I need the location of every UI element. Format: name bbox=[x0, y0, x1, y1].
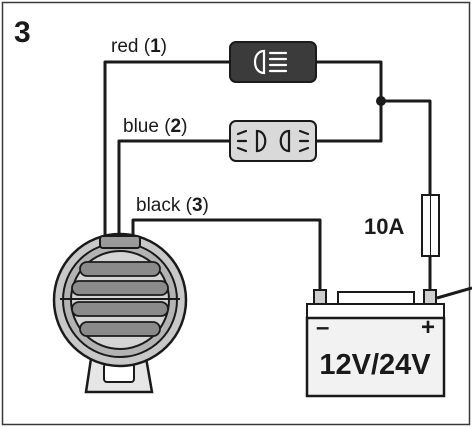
wire-junction-to-fuse bbox=[381, 99, 432, 195]
wire-black-name: black bbox=[136, 195, 181, 216]
wire-black bbox=[131, 218, 322, 292]
fuse-rating: 10A bbox=[364, 214, 404, 239]
step-number: 3 bbox=[14, 16, 31, 49]
wire-positive-lead bbox=[436, 286, 472, 300]
wire-red-number: 1 bbox=[150, 36, 161, 57]
wire-label-blue: blue (2) bbox=[123, 116, 187, 137]
lamp-lens-ribs bbox=[71, 261, 169, 337]
battery-negative-terminal bbox=[313, 289, 327, 305]
wire-black-number: 3 bbox=[192, 195, 203, 216]
battery-positive-terminal bbox=[423, 289, 437, 305]
junction-dot bbox=[376, 96, 386, 106]
wires bbox=[103, 60, 472, 300]
lamp-rib-1 bbox=[79, 261, 161, 277]
wire-label-black: black (3) bbox=[136, 195, 209, 216]
wire-blue bbox=[117, 139, 230, 246]
work-lamp bbox=[52, 232, 188, 394]
parking-position-light-icon bbox=[236, 129, 310, 153]
lamp-rib-3 bbox=[71, 301, 169, 317]
parking-light-switch bbox=[229, 120, 317, 162]
high-beam-headlight-icon bbox=[253, 49, 288, 75]
wire-blue-name: blue bbox=[123, 116, 159, 137]
fuse bbox=[421, 194, 440, 257]
wire-red-to-junction bbox=[316, 60, 383, 101]
lamp-rib-4 bbox=[79, 321, 161, 337]
battery-negative-sign: – bbox=[316, 314, 329, 341]
wire-red-name: red bbox=[111, 36, 138, 57]
high-beam-switch bbox=[229, 41, 317, 83]
battery-voltage: 12V/24V bbox=[319, 349, 431, 381]
lamp-cable-gland bbox=[99, 235, 141, 249]
parking-light-switch-body bbox=[229, 120, 317, 162]
lamp-rib-2 bbox=[71, 280, 169, 296]
high-beam-switch-body bbox=[229, 41, 317, 83]
wire-blue-number: 2 bbox=[171, 116, 182, 137]
wire-red bbox=[103, 60, 230, 246]
wire-blue-to-junction bbox=[316, 101, 383, 143]
battery: – + 12V/24V bbox=[305, 289, 446, 398]
wire-label-red: red (1) bbox=[111, 36, 167, 57]
battery-positive-sign: + bbox=[421, 314, 435, 341]
battery-body bbox=[305, 316, 446, 398]
